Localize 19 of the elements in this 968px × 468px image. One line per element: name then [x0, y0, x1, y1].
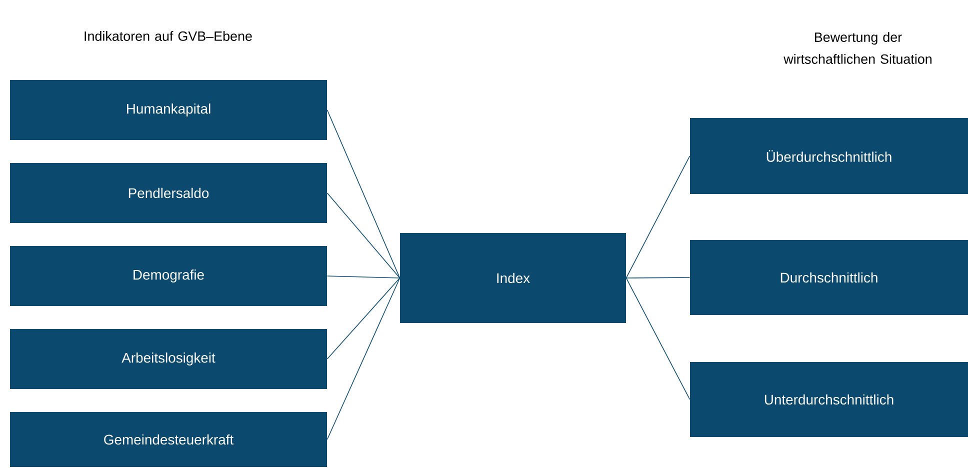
process-box: Humankapital: [10, 80, 327, 140]
process-box: Durchschnittlich: [690, 240, 968, 315]
connector-line: [326, 192, 400, 278]
column-heading: Indikatoren auf GVB–Ebene: [84, 31, 252, 41]
process-box: Gemeindesteuerkraft: [10, 412, 327, 467]
process-box: Pendlersaldo: [10, 163, 327, 223]
connector-line: [326, 278, 400, 360]
process-box: Demografie: [10, 246, 327, 306]
connector-line: [326, 110, 400, 278]
connector-line: [626, 278, 690, 400]
process-box: Index: [400, 233, 626, 323]
connector-line: [326, 276, 400, 278]
process-box: Unterdurchschnittlich: [690, 362, 968, 437]
connector-line: [626, 156, 690, 278]
connector-line: [326, 278, 400, 440]
process-box: Arbeitslosigkeit: [10, 329, 327, 389]
connector-line: [626, 277, 690, 278]
process-box: Überdurchschnittlich: [690, 118, 968, 194]
column-heading: Bewertung der wirtschaftlichen Situation: [784, 32, 932, 64]
